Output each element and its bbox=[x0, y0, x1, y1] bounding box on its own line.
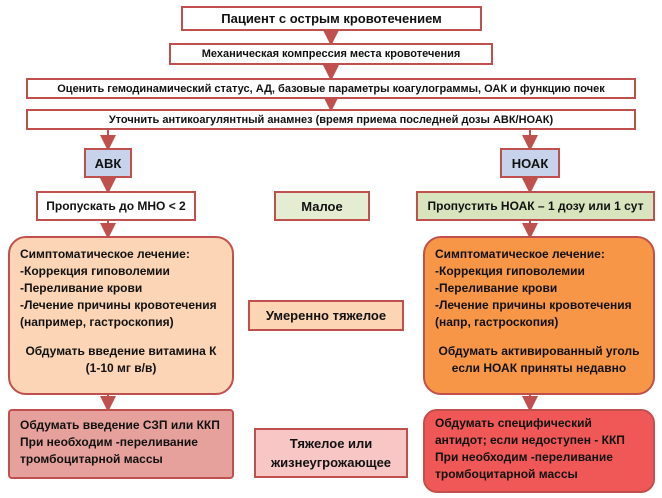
noak-mild-box: Пропустить НОАК – 1 дозу или 1 сут bbox=[416, 191, 655, 221]
branch-noak-label: НОАК bbox=[511, 155, 549, 171]
severity-mild-label: Малое bbox=[301, 198, 343, 214]
noak-moderate-line-1: Симптоматическое лечение: bbox=[435, 247, 605, 261]
noak-moderate-line-3: -Переливание крови bbox=[435, 281, 558, 295]
step-acute-bleeding-label: Пациент с острым кровотечением bbox=[221, 11, 442, 26]
noak-mild-label: Пропустить НОАК – 1 дозу или 1 сут bbox=[427, 199, 644, 213]
step-assess-status: Оценить гемодинамический статус, АД, баз… bbox=[26, 78, 636, 99]
step-anticoagulant-history: Уточнить антикоагулянтный анамнез (время… bbox=[26, 109, 636, 130]
noak-severe-box: Обдумать специфический антидот; если нед… bbox=[423, 409, 655, 493]
severity-moderate-label: Умеренно тяжелое bbox=[265, 308, 387, 323]
noak-moderate-line-2: -Коррекция гиповолемии bbox=[435, 264, 585, 278]
step-mechanical-compression-label: Механическая компрессия места кровотечен… bbox=[201, 48, 461, 60]
severity-severe: Тяжелое или жизнеугрожающее bbox=[254, 428, 408, 478]
avk-moderate-line-5: (например, гастроскопия) bbox=[20, 315, 174, 329]
step-assess-status-label: Оценить гемодинамический статус, АД, баз… bbox=[57, 82, 605, 95]
branch-noak: НОАК bbox=[500, 148, 560, 178]
avk-mild-label: Пропускать до МНО < 2 bbox=[46, 199, 186, 213]
avk-moderate-line-7: (1-10 мг в/в) bbox=[85, 361, 157, 375]
severity-mild: Малое bbox=[274, 191, 370, 221]
step-anticoagulant-history-label: Уточнить антикоагулянтный анамнез (время… bbox=[108, 113, 554, 126]
avk-moderate-line-6: Обдумать введение витамина К bbox=[25, 344, 217, 358]
noak-severe-line-4: тромбоцитарной массы bbox=[435, 467, 578, 481]
noak-moderate-line-7: если НОАК приняты недавно bbox=[451, 361, 627, 375]
branch-avk-label: АВК bbox=[94, 155, 122, 171]
severity-severe-line-1: Тяжелое или bbox=[289, 436, 373, 451]
avk-moderate-line-4: -Лечение причины кровотечения bbox=[20, 298, 217, 312]
noak-moderate-box: Симптоматическое лечение: -Коррекция гип… bbox=[423, 236, 655, 395]
severity-severe-line-2: жизнеугрожающее bbox=[270, 455, 392, 470]
avk-moderate-box: Симптоматическое лечение: -Коррекция гип… bbox=[8, 236, 234, 395]
noak-moderate-line-6: Обдумать активированный уголь bbox=[438, 344, 640, 358]
noak-severe-line-3: При необходим -переливание bbox=[435, 450, 613, 464]
avk-mild-box: Пропускать до МНО < 2 bbox=[36, 191, 196, 221]
avk-severe-line-1: Обдумать введение СЗП или ККП bbox=[20, 418, 220, 432]
step-acute-bleeding: Пациент с острым кровотечением bbox=[181, 6, 482, 31]
avk-moderate-line-2: -Коррекция гиповолемии bbox=[20, 264, 170, 278]
avk-moderate-line-3: -Переливание крови bbox=[20, 281, 143, 295]
noak-severe-line-1: Обдумать специфический bbox=[435, 416, 592, 430]
step-mechanical-compression: Механическая компрессия места кровотечен… bbox=[169, 43, 493, 65]
noak-moderate-line-5: (напр, гастроскопия) bbox=[435, 315, 559, 329]
noak-moderate-line-4: -Лечение причины кровотечения bbox=[435, 298, 632, 312]
avk-severe-line-2: При необходим -переливание bbox=[20, 435, 198, 449]
severity-moderate: Умеренно тяжелое bbox=[248, 300, 404, 331]
branch-avk: АВК bbox=[84, 148, 132, 178]
noak-severe-line-2: антидот; если недоступен - ККП bbox=[435, 433, 625, 447]
avk-severe-box: Обдумать введение СЗП или ККП При необхо… bbox=[8, 409, 234, 479]
avk-severe-line-3: тромбоцитарной массы bbox=[20, 452, 163, 466]
avk-moderate-line-1: Симптоматическое лечение: bbox=[20, 247, 190, 261]
